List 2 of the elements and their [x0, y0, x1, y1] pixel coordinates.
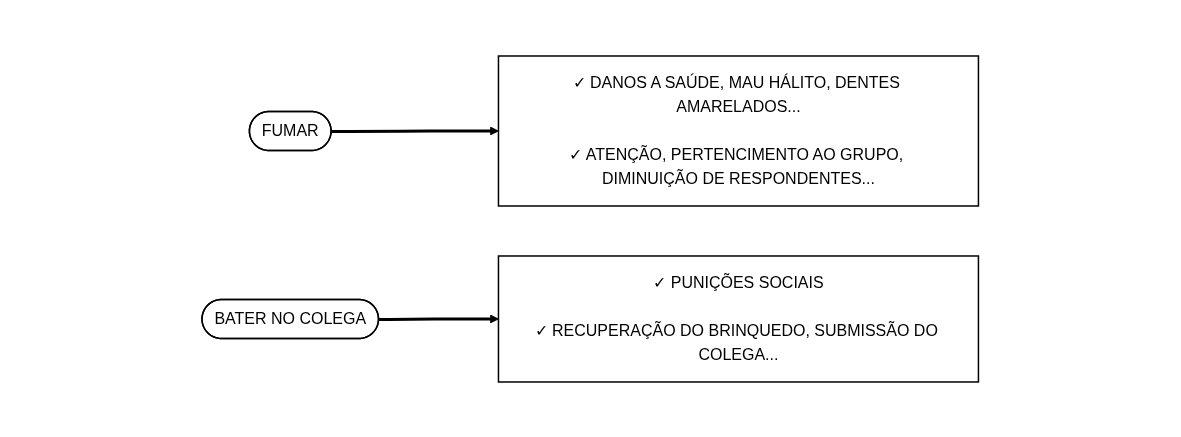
node-box: ✓ DANOS A SAÚDE, MAU HÁLITO, DENTES AMARELADOS... ✓ ATENÇÃO, PERTENCIMENTO AO GRUPO, DIMINUIÇÃO DE RESPONDENTES...: [498, 54, 980, 207]
node-box: ✓ PUNIÇÕES SOCIAIS ✓ RECUPERAÇÃO DO BRINQUEDO, SUBMISSÃO DO COLEGA...: [498, 254, 980, 383]
